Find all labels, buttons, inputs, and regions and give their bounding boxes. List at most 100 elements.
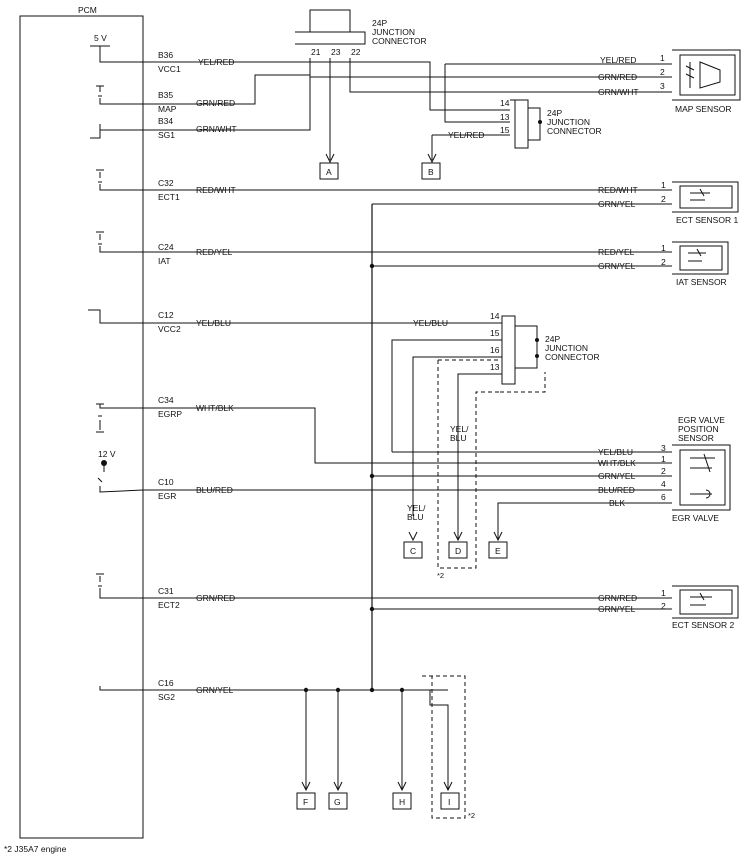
footnote: *2 J35A7 engine bbox=[4, 844, 67, 854]
ect1-circuit: RED/WHT RED/WHT GRN/YEL 1 2 ECT SENSOR 1 bbox=[143, 180, 739, 225]
reference-label: C bbox=[410, 546, 416, 556]
sensor-label: IAT SENSOR bbox=[676, 277, 727, 287]
wire-label: BLU bbox=[450, 433, 467, 443]
sensor-label: ECT SENSOR 2 bbox=[672, 620, 734, 630]
map-circuit-wires bbox=[143, 58, 672, 160]
connector-label: CONNECTOR bbox=[547, 126, 602, 136]
reference-label: F bbox=[303, 797, 308, 807]
wire-label: GRN/YEL bbox=[598, 471, 636, 481]
pcm-pin-name: SG2 bbox=[158, 692, 175, 702]
wire-label: YEL/RED bbox=[198, 57, 234, 67]
connector-label: JUNCTION bbox=[545, 343, 588, 353]
reference-e: E bbox=[488, 531, 508, 559]
connector-label: JUNCTION bbox=[547, 117, 590, 127]
wire-label: RED/WHT bbox=[598, 185, 638, 195]
pcm-pin-name: VCC2 bbox=[158, 324, 181, 334]
wire-label: WHT/BLK bbox=[598, 458, 636, 468]
pcm-label: PCM bbox=[78, 5, 97, 15]
reference-g: G bbox=[328, 781, 348, 810]
wire-label: YEL/BLU bbox=[598, 447, 633, 457]
pcm-pin-name: ECT2 bbox=[158, 600, 180, 610]
reference-label: A bbox=[326, 167, 332, 177]
connector-pin: 23 bbox=[331, 47, 341, 57]
pcm-pin-name: ECT1 bbox=[158, 192, 180, 202]
pcm-pin-id: C24 bbox=[158, 242, 174, 252]
connector-label: CONNECTOR bbox=[545, 352, 600, 362]
wire-label: RED/YEL bbox=[598, 247, 635, 257]
pcm-block: PCM B36 VCC1 B35 MAP B34 SG1 C32 ECT1 C2… bbox=[19, 5, 182, 839]
sensor-label: MAP SENSOR bbox=[675, 104, 732, 114]
vcc2-circuit: YEL/BLU YEL/BLU 14 15 16 13 24P JUNCTION… bbox=[143, 311, 600, 569]
sensor-pin: 2 bbox=[660, 67, 665, 77]
wire-label: RED/WHT bbox=[196, 185, 236, 195]
wire-label: YEL/BLU bbox=[413, 318, 448, 328]
wire-label: YEL/RED bbox=[448, 130, 484, 140]
connector-pin: 13 bbox=[500, 112, 510, 122]
wire-label: BLU/RED bbox=[196, 485, 233, 495]
sensor-pin: 1 bbox=[661, 588, 666, 598]
reference-d: D bbox=[448, 531, 468, 559]
sensor-pin: 2 bbox=[661, 601, 666, 611]
wire-label: BLU bbox=[407, 512, 424, 522]
pcm-pin-id: B34 bbox=[158, 116, 173, 126]
wire-label: BLK bbox=[609, 498, 625, 508]
pcm-pin-id: C34 bbox=[158, 395, 174, 405]
reference-label: H bbox=[399, 797, 405, 807]
wire-label: GRN/RED bbox=[196, 593, 235, 603]
reference-label: G bbox=[334, 797, 341, 807]
pcm-pin-name: EGR bbox=[158, 491, 176, 501]
pcm-pin-id: C12 bbox=[158, 310, 174, 320]
connector-pin: 15 bbox=[490, 328, 500, 338]
reference-a: A bbox=[319, 153, 339, 180]
wire-label: GRN/YEL bbox=[598, 604, 636, 614]
reference-label: E bbox=[495, 546, 501, 556]
sensor-pin: 1 bbox=[660, 53, 665, 63]
wire-label: WHT/BLK bbox=[196, 403, 234, 413]
pcm-pin-id: C32 bbox=[158, 178, 174, 188]
connector-label: JUNCTION bbox=[372, 27, 415, 37]
wire-label: GRN/YEL bbox=[598, 261, 636, 271]
pcm-pin-id: C10 bbox=[158, 477, 174, 487]
wire-label: GRN/WHT bbox=[598, 87, 639, 97]
reference-label: B bbox=[428, 167, 434, 177]
pcm-pin-name: EGRP bbox=[158, 409, 182, 419]
pcm-internal-circuits bbox=[88, 45, 144, 691]
reference-b: B bbox=[421, 153, 441, 180]
iat-circuit: RED/YEL RED/YEL GRN/YEL 1 2 IAT SENSOR bbox=[143, 241, 729, 287]
sensor-pin: 1 bbox=[661, 454, 666, 464]
supply-5v-label: 5 V bbox=[94, 33, 107, 43]
wire-label: GRN/YEL bbox=[196, 685, 234, 695]
pcm-pin-name: SG1 bbox=[158, 130, 175, 140]
wire-label: GRN/RED bbox=[598, 593, 637, 603]
connector-pin: 15 bbox=[500, 125, 510, 135]
pcm-pin-id: B35 bbox=[158, 90, 173, 100]
connector-pin: 13 bbox=[490, 362, 500, 372]
sensor-pin: 1 bbox=[661, 243, 666, 253]
wire-label: YEL/ bbox=[407, 503, 426, 513]
connector-label: 24P bbox=[547, 108, 562, 118]
sensor-label: EGR VALVE bbox=[672, 513, 719, 523]
sensor-label: SENSOR bbox=[678, 433, 714, 443]
sg2-circuit: GRN/YEL *2 bbox=[143, 675, 475, 820]
wire-label: GRN/YEL bbox=[598, 199, 636, 209]
connector-label: CONNECTOR bbox=[372, 36, 427, 46]
reference-h: H bbox=[392, 781, 412, 810]
reference-label: D bbox=[455, 546, 461, 556]
wire-label: GRN/RED bbox=[196, 98, 235, 108]
ect2-circuit: GRN/RED GRN/RED GRN/YEL 1 2 ECT SENSOR 2 bbox=[143, 585, 739, 630]
map-sensor: 1 2 3 MAP SENSOR bbox=[660, 49, 741, 114]
junction-connector-right: 14 13 15 24P JUNCTION CONNECTOR bbox=[500, 98, 602, 149]
connector-pin: 14 bbox=[500, 98, 510, 108]
reference-c: C bbox=[403, 531, 423, 559]
sensor-pin: 3 bbox=[661, 443, 666, 453]
connector-label: 24P bbox=[372, 18, 387, 28]
sensor-pin: 2 bbox=[661, 257, 666, 267]
connector-pin: 14 bbox=[490, 311, 500, 321]
reference-i: I bbox=[440, 781, 460, 810]
pcm-pin-name: VCC1 bbox=[158, 64, 181, 74]
sensor-pin: 3 bbox=[660, 81, 665, 91]
connector-pin: 21 bbox=[311, 47, 321, 57]
sensor-pin: 2 bbox=[661, 466, 666, 476]
sensor-label: ECT SENSOR 1 bbox=[676, 215, 738, 225]
